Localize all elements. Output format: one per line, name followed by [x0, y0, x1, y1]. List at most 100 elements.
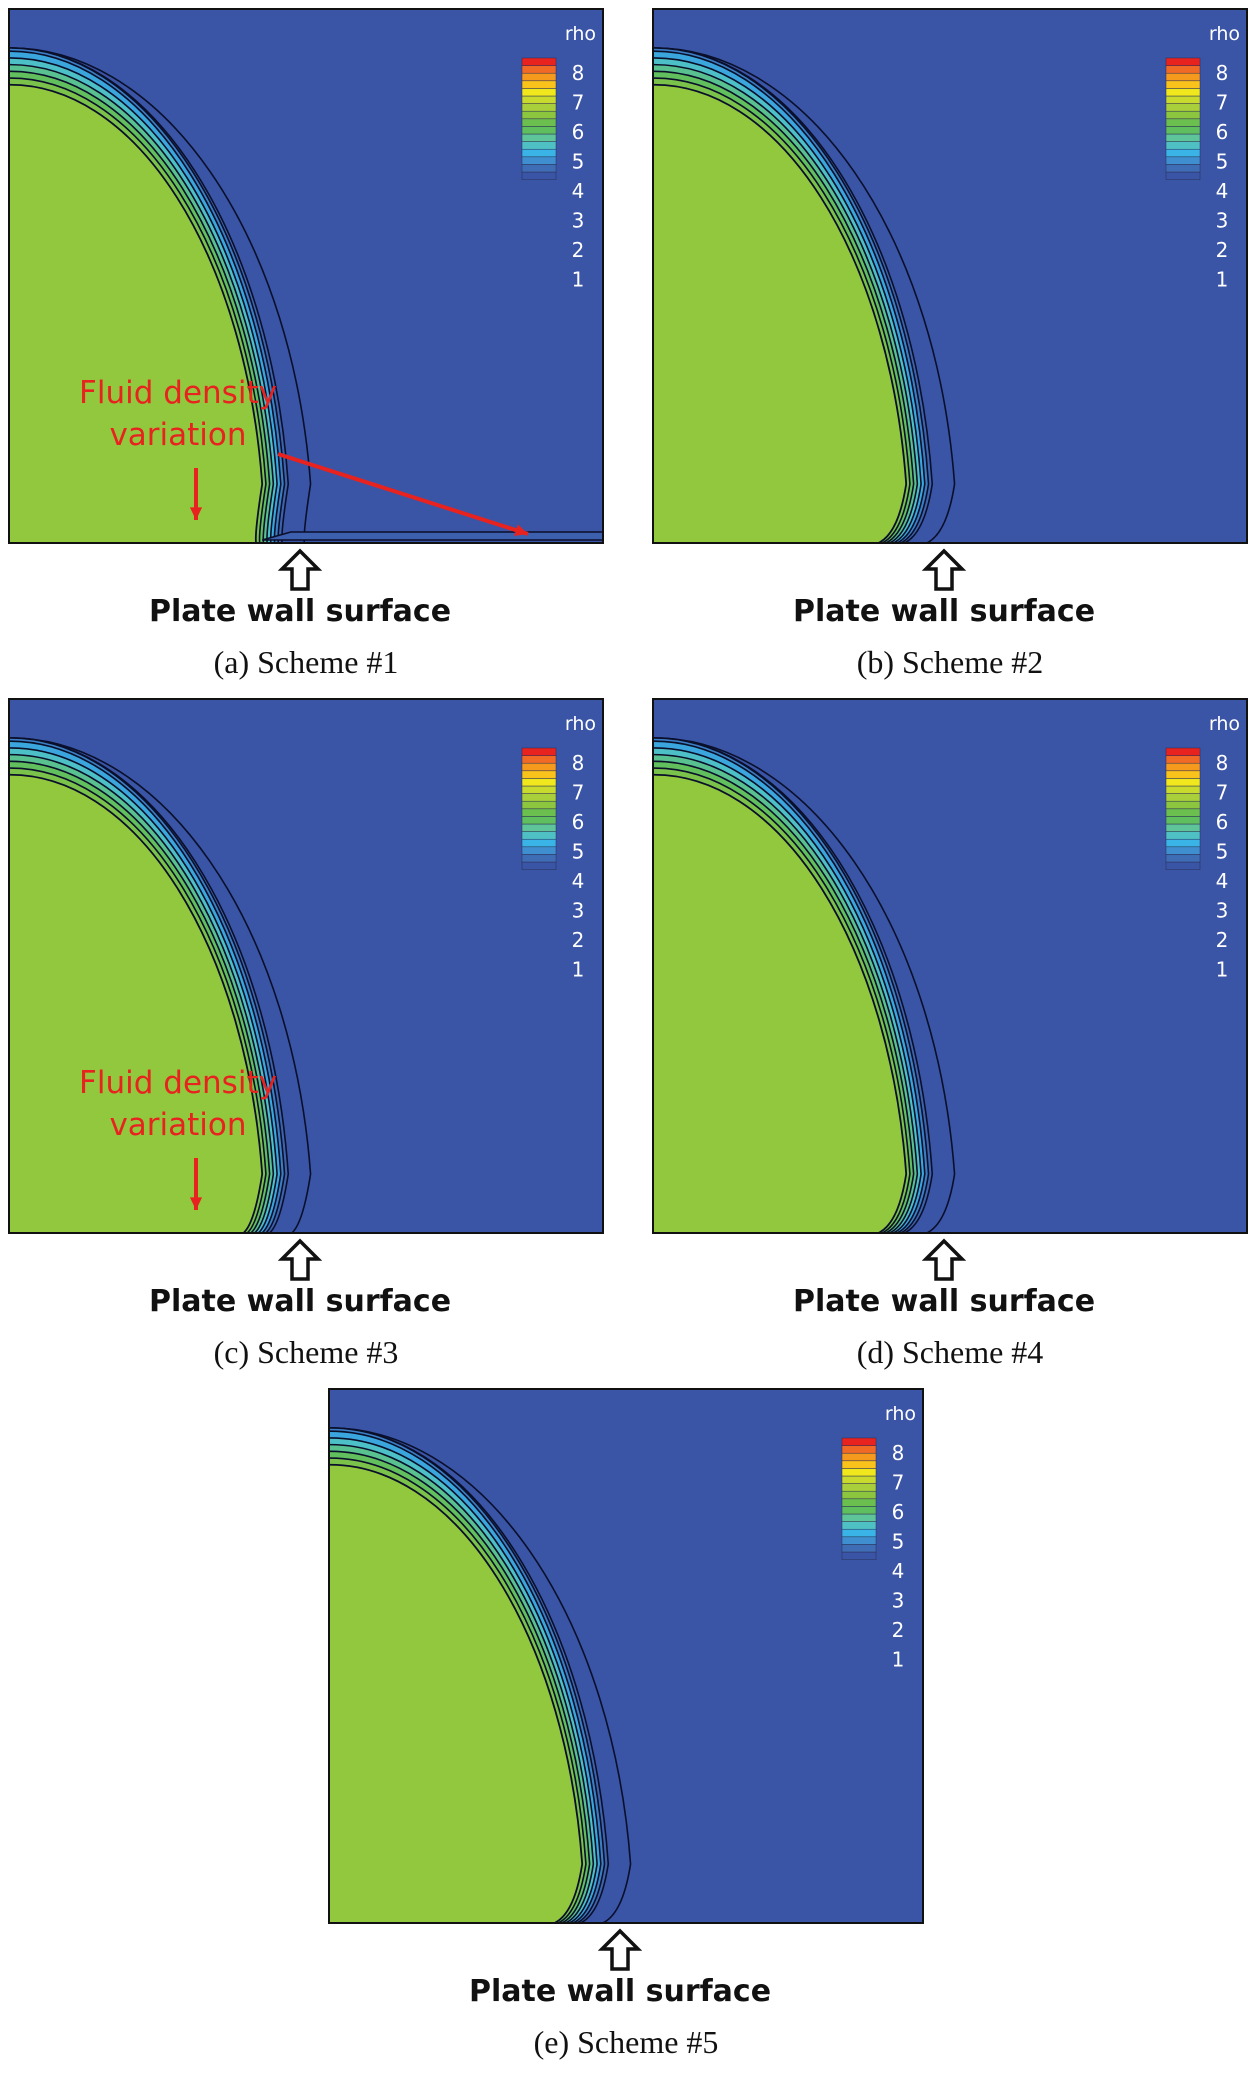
panel-caption: (e) Scheme #5	[533, 2024, 719, 2060]
legend-tick-label: 6	[572, 120, 585, 144]
legend-swatch	[841, 1460, 877, 1469]
legend-tick-label: 7	[1216, 91, 1229, 115]
legend-swatch	[841, 1498, 877, 1507]
legend-swatch	[521, 770, 557, 779]
legend-tick-label: 7	[892, 1471, 905, 1495]
legend-tick-label: 7	[572, 781, 585, 805]
legend-swatch	[521, 65, 557, 74]
legend-tick-label: 2	[572, 238, 585, 262]
legend-swatch	[521, 164, 557, 173]
legend-tick-label: 5	[1216, 150, 1229, 174]
legend-swatch	[1165, 171, 1201, 180]
legend-tick-label: 7	[1216, 781, 1229, 805]
legend-tick-label: 5	[892, 1530, 905, 1554]
red-arrow-head-icon	[189, 507, 203, 520]
legend-tick-label: 5	[572, 150, 585, 174]
legend-swatch	[1165, 148, 1201, 158]
legend-title: rho	[1209, 713, 1240, 735]
legend-swatch	[521, 755, 557, 764]
plate-wall-label: Plate wall surface	[149, 594, 452, 629]
legend-swatch	[521, 747, 557, 756]
legend-swatch	[521, 133, 557, 142]
up-arrow-icon	[278, 1238, 323, 1281]
legend-swatch	[521, 793, 557, 802]
red-arrow-head-icon	[189, 1197, 203, 1210]
legend-swatch	[841, 1506, 877, 1515]
legend-tick-label: 2	[1216, 238, 1229, 262]
legend-swatch	[1165, 88, 1201, 97]
legend-swatch	[521, 854, 557, 863]
legend-tick-label: 8	[572, 61, 585, 85]
liquid-droplet-region	[8, 83, 264, 544]
legend-swatch	[521, 816, 557, 825]
legend-swatch	[521, 823, 557, 832]
legend-tick-label: 4	[572, 869, 585, 893]
legend-title: rho	[885, 1403, 916, 1425]
legend-swatch	[841, 1551, 877, 1560]
legend-swatch	[1165, 770, 1201, 779]
legend-tick-label: 6	[1216, 120, 1229, 144]
legend-tick-label: 2	[1216, 928, 1229, 952]
annotation-line-2: variation	[109, 1107, 247, 1143]
legend-swatch	[1165, 72, 1201, 82]
legend-tick-label: 4	[1216, 179, 1229, 203]
legend-tick-label: 1	[1216, 268, 1229, 292]
legend-tick-label: 6	[1216, 810, 1229, 834]
legend-swatch	[1165, 778, 1201, 787]
legend-tick-label: 4	[572, 179, 585, 203]
legend-swatch	[841, 1521, 877, 1530]
legend-tick-label: 5	[1216, 840, 1229, 864]
liquid-droplet-region	[652, 773, 908, 1234]
panel-caption: (d) Scheme #4	[856, 1334, 1044, 1370]
legend-swatch	[521, 118, 557, 127]
legend-swatch	[1165, 141, 1201, 150]
legend-swatch	[1165, 785, 1201, 794]
legend-tick-label: 2	[892, 1618, 905, 1642]
legend-swatch	[841, 1513, 877, 1522]
liquid-droplet-region	[8, 773, 264, 1234]
legend-tick-label: 6	[892, 1500, 905, 1524]
panel-caption: (b) Scheme #2	[856, 644, 1044, 680]
legend-swatch	[521, 861, 557, 870]
legend-swatch	[1165, 80, 1201, 89]
legend-swatch	[1165, 103, 1201, 112]
legend-swatch	[521, 800, 557, 810]
legend-tick-label: 3	[1216, 899, 1229, 923]
legend-tick-label: 1	[1216, 958, 1229, 982]
legend-swatch	[841, 1445, 877, 1454]
legend-swatch	[521, 838, 557, 848]
legend-swatch	[521, 88, 557, 97]
legend-tick-label: 1	[572, 958, 585, 982]
legend-swatch	[521, 110, 557, 120]
legend-swatch	[841, 1468, 877, 1477]
plate-wall-label: Plate wall surface	[793, 594, 1096, 629]
legend-swatch	[521, 148, 557, 158]
legend-swatch	[1165, 854, 1201, 863]
legend-title: rho	[565, 23, 596, 45]
legend-tick-label: 8	[1216, 61, 1229, 85]
legend-swatch	[841, 1536, 877, 1545]
legend-swatch	[1165, 823, 1201, 832]
legend-swatch	[1165, 57, 1201, 66]
wall-film-contour	[261, 531, 604, 541]
legend-tick-label: 6	[572, 810, 585, 834]
legend-swatch	[1165, 118, 1201, 127]
legend-swatch	[521, 156, 557, 165]
annotation-line-1: Fluid density	[79, 1065, 277, 1101]
legend-tick-label: 4	[892, 1559, 905, 1583]
legend-tick-label: 8	[1216, 751, 1229, 775]
legend-swatch	[841, 1544, 877, 1553]
red-pointer-arrow	[277, 452, 529, 536]
legend-swatch	[1165, 95, 1201, 104]
legend-swatch	[521, 831, 557, 840]
up-arrow-icon	[922, 1238, 967, 1281]
annotation-line-1: Fluid density	[79, 375, 277, 411]
legend-swatch	[1165, 838, 1201, 848]
legend-swatch	[1165, 164, 1201, 173]
